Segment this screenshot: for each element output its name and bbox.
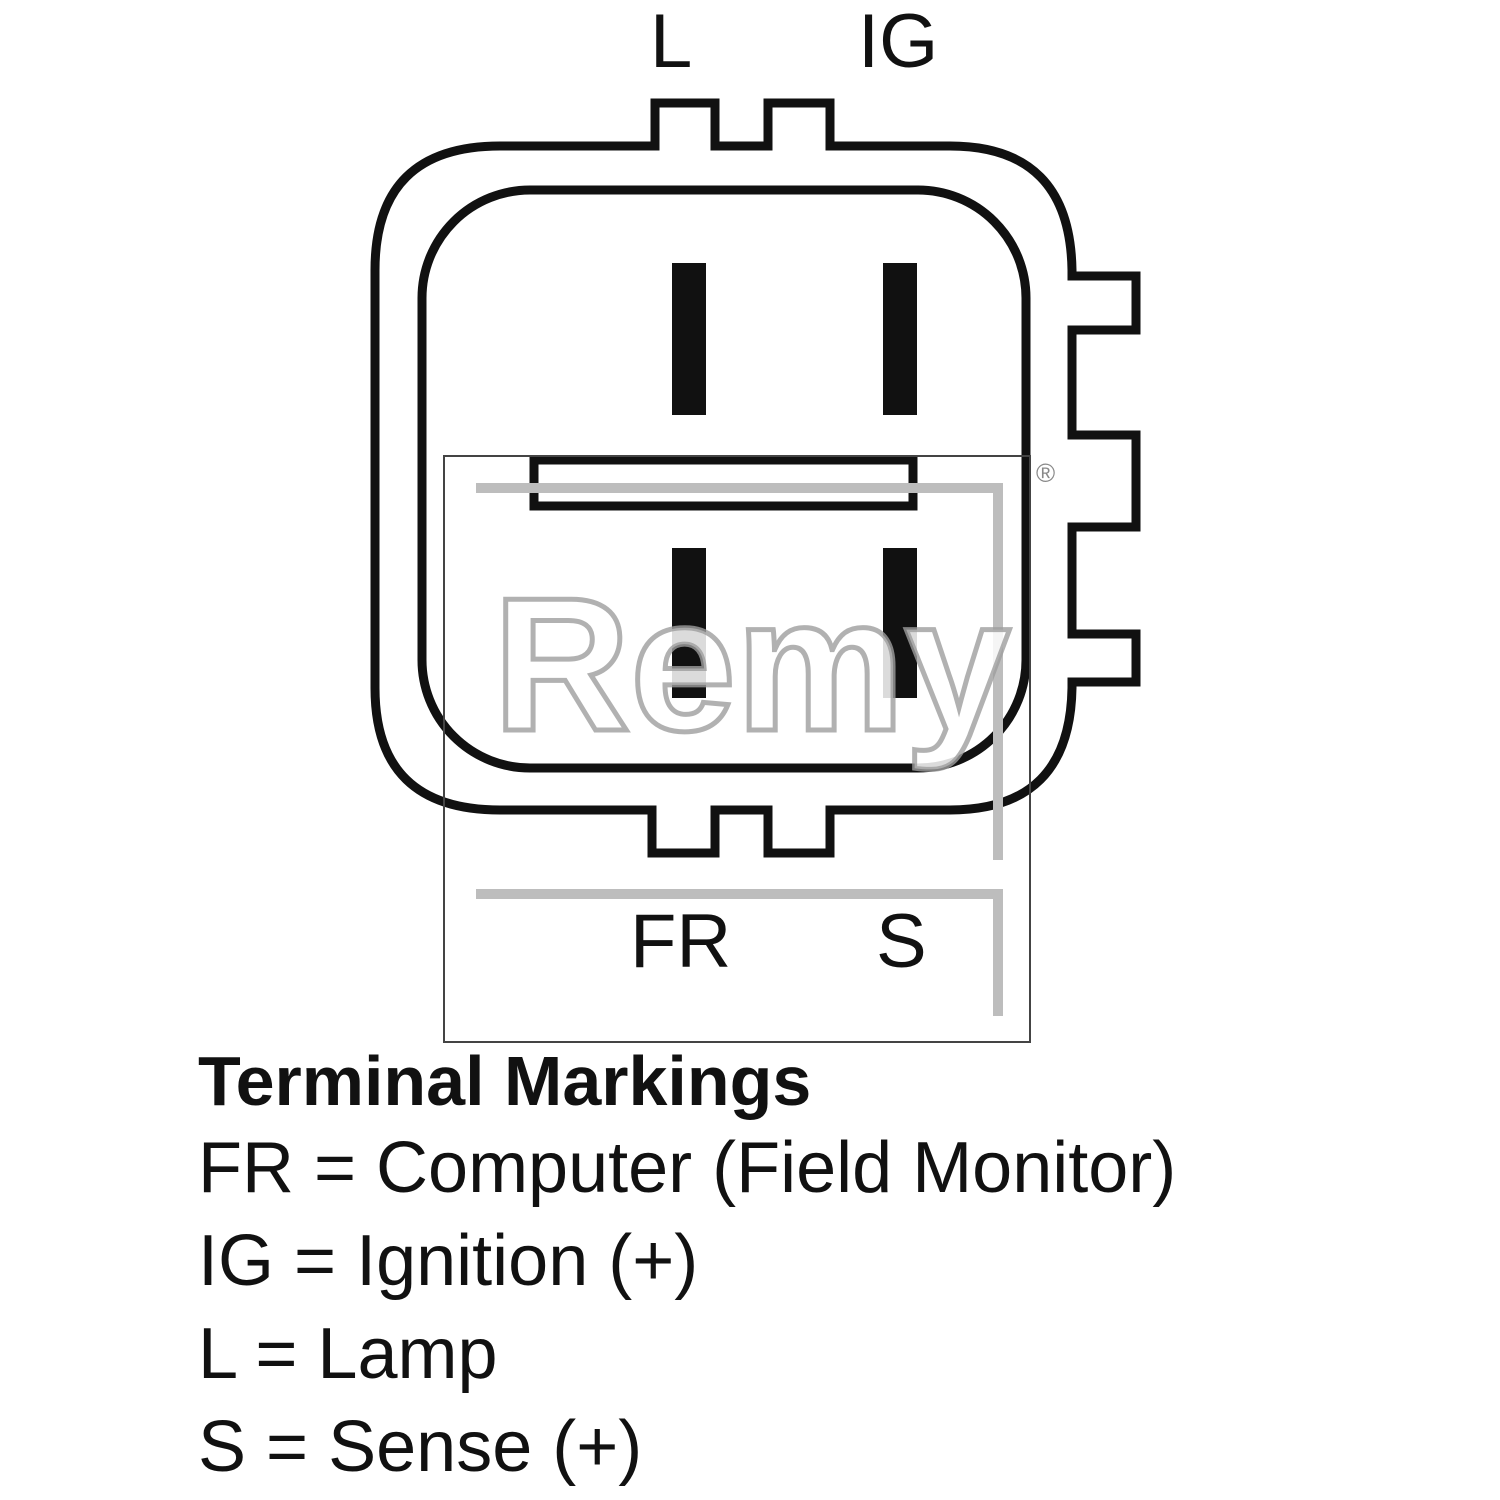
legend-entry-fr: FR = Computer (Field Monitor) bbox=[198, 1128, 1177, 1208]
legend-title: Terminal Markings bbox=[198, 1042, 812, 1120]
terminal-label-fr: FR bbox=[630, 899, 732, 984]
terminal-label-l: L bbox=[650, 0, 693, 84]
legend-entry-l: L = Lamp bbox=[198, 1314, 498, 1394]
pin-s bbox=[883, 548, 917, 698]
legend-entry-s: S = Sense (+) bbox=[198, 1407, 643, 1487]
pin-ig bbox=[883, 263, 917, 415]
center-key-bar bbox=[529, 455, 918, 511]
terminal-label-s: S bbox=[876, 899, 927, 984]
connector-diagram bbox=[370, 98, 1141, 858]
connector-inner-cavity bbox=[417, 185, 1031, 773]
pin-l bbox=[672, 263, 706, 415]
terminal-label-ig: IG bbox=[858, 0, 939, 84]
terminal-legend: Terminal Markings FR = Computer (Field M… bbox=[198, 1040, 1176, 1494]
pin-fr bbox=[672, 548, 706, 698]
legend-entry-ig: IG = Ignition (+) bbox=[198, 1221, 699, 1301]
